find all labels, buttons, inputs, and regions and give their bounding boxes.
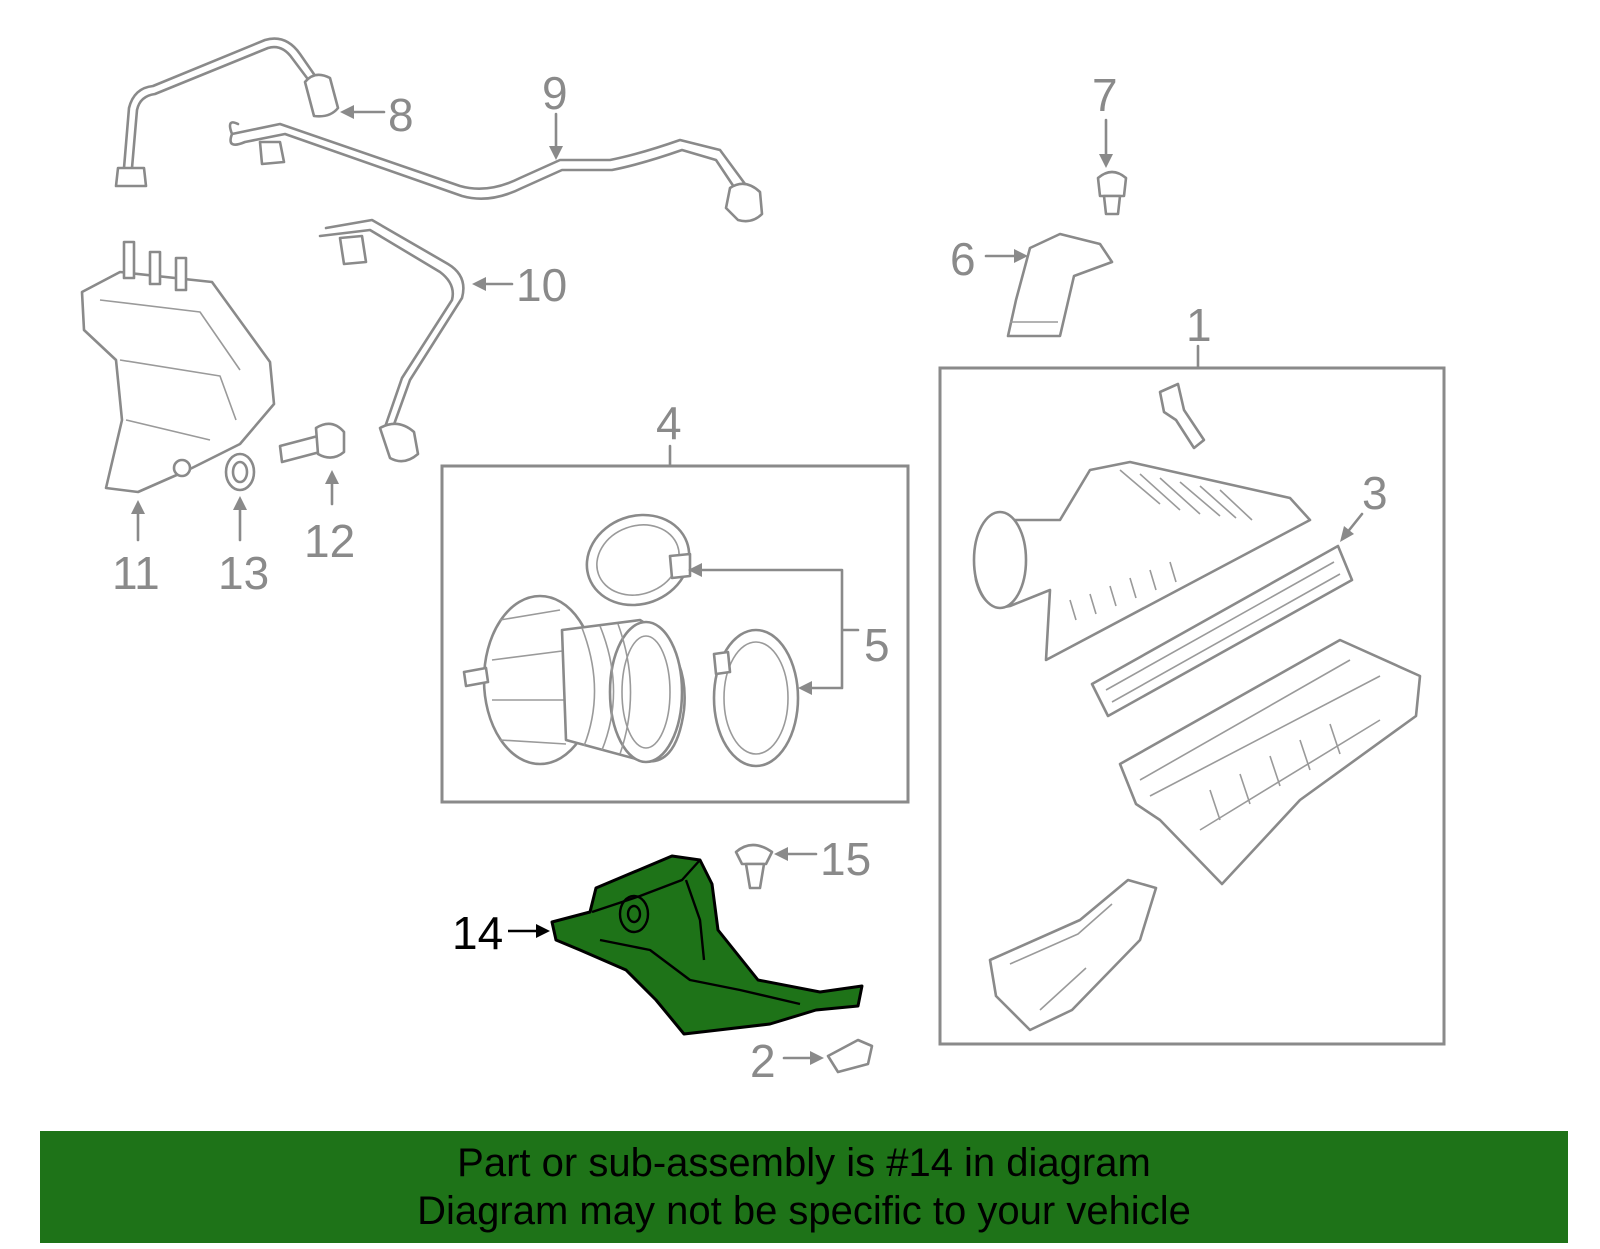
part-8-hose: [114, 37, 340, 188]
assembly-box-4: [440, 464, 910, 804]
part-2-clip: [826, 1038, 874, 1074]
part-1-air-cleaner: [972, 382, 1312, 662]
part-14-shield: [550, 854, 864, 1036]
part-9-tube: [228, 121, 764, 223]
part-3-filter: [1090, 544, 1354, 718]
callout-9: 9: [542, 67, 568, 119]
callout-6: 6: [950, 233, 976, 285]
callout-8: 8: [388, 89, 414, 141]
callout-11: 11: [112, 547, 160, 599]
leader-lines: [131, 105, 1364, 1065]
part-1-lower-housing: [1118, 638, 1422, 886]
callout-4: 4: [656, 397, 682, 449]
banner-line-1: Part or sub-assembly is #14 in diagram: [457, 1141, 1151, 1185]
part-4-duct: [462, 594, 686, 766]
part-7-bolt: [1096, 170, 1128, 216]
callout-15: 15: [820, 833, 872, 885]
callout-13: 13: [218, 547, 270, 599]
part-15-push-pin: [734, 843, 774, 890]
info-banner: Part or sub-assembly is #14 in diagram D…: [40, 1131, 1568, 1243]
part-5-clamps: [585, 513, 800, 768]
callout-2: 2: [750, 1035, 776, 1087]
callout-7: 7: [1092, 69, 1118, 121]
part-13-washer: [224, 452, 256, 492]
callout-12: 12: [304, 515, 356, 567]
callout-14: 14: [452, 907, 504, 959]
callout-1: 1: [1186, 299, 1212, 351]
part-1-inlet-cover: [988, 878, 1158, 1032]
part-12-bolt: [278, 422, 346, 464]
part-5-leader: [698, 568, 860, 690]
part-6-sensor: [1006, 232, 1114, 338]
callout-3: 3: [1362, 467, 1388, 519]
assembly-box-1: [938, 366, 1446, 1046]
callout-5: 5: [864, 619, 890, 671]
parts-diagram: [80, 37, 1446, 1074]
part-11-housing: [80, 240, 276, 494]
banner-line-2: Diagram may not be specific to your vehi…: [417, 1189, 1191, 1233]
part-10-tube: [318, 218, 465, 463]
callout-10: 10: [516, 259, 568, 311]
